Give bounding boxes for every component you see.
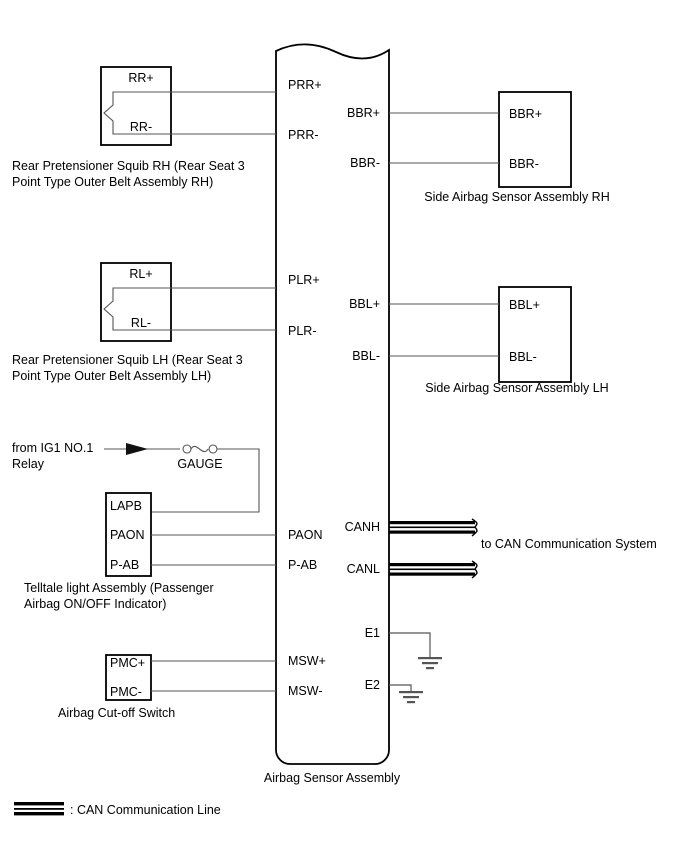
canl-bar-bottom <box>389 572 475 576</box>
cutoff-terminal-pmc-minus: PMC- <box>110 685 142 699</box>
side-airbag-lh-terminal-bbl-minus: BBL- <box>509 350 537 364</box>
airbag-cut-off-switch-box <box>105 654 152 701</box>
side-airbag-rh-terminal-bbr-minus: BBR- <box>509 157 539 171</box>
telltale-terminal-p-ab: P-AB <box>110 558 139 572</box>
canl-line-mid <box>389 568 475 571</box>
wire-gauge-to-lapb <box>151 448 260 513</box>
ecu-pin-label-plr-minus: PLR- <box>288 324 316 338</box>
power-feed-branch: from IG1 NO.1 Relay GAUGE <box>12 441 260 513</box>
canl-bar-top <box>389 563 475 567</box>
airbag-cut-off-switch-component: PMC+ PMC- Airbag Cut-off Switch <box>58 654 276 720</box>
legend-label: : CAN Communication Line <box>70 803 221 817</box>
legend: : CAN Communication Line <box>14 802 221 817</box>
side-airbag-lh-terminal-bbl-plus: BBL+ <box>509 298 540 312</box>
ecu-pin-label-plr-plus: PLR+ <box>288 273 320 287</box>
squib-lh-caption-line1: Rear Pretensioner Squib LH (Rear Seat 3 <box>12 353 243 367</box>
rear-pretensioner-squib-lh-component: RL+ RL- Rear Pretensioner Squib LH (Rear… <box>12 262 276 383</box>
squib-rh-terminal-rr-plus: RR+ <box>128 71 153 85</box>
can-communication-branch: to CAN Communication System <box>389 518 657 579</box>
ground-e1 <box>389 632 442 670</box>
ecu-pin-label-msw-minus: MSW- <box>288 684 323 698</box>
squib-rh-caption-line2: Point Type Outer Belt Assembly RH) <box>12 175 213 189</box>
ground-bar-1-e1 <box>418 657 442 660</box>
ground-bar-1-e2 <box>399 691 423 694</box>
ground-symbol-e2-icon <box>399 691 423 704</box>
gauge-fuse-label: GAUGE <box>177 457 222 471</box>
squib-lh-element-symbol <box>103 287 141 331</box>
airbag-sensor-assembly-ecu <box>275 43 390 765</box>
telltale-terminal-lapb: LAPB <box>110 499 142 513</box>
ecu-pin-label-bbr-plus: BBR+ <box>347 106 380 120</box>
ecu-pin-label-prr-minus: PRR- <box>288 128 319 142</box>
ecu-caption: Airbag Sensor Assembly <box>264 771 401 785</box>
rear-pretensioner-squib-rh-component: RR+ RR- Rear Pretensioner Squib RH (Rear… <box>12 66 276 189</box>
side-airbag-rh-terminal-bbr-plus: BBR+ <box>509 107 542 121</box>
side-airbag-sensor-rh-box <box>498 91 572 188</box>
ecu-pin-label-e1: E1 <box>365 626 380 640</box>
canh-line-symbol <box>389 518 478 537</box>
ground-bar-3-e1 <box>426 667 434 670</box>
wire-e1-to-ground <box>389 632 431 658</box>
ground-symbol-e1-icon <box>418 657 442 670</box>
canh-line-mid <box>389 526 475 529</box>
cutoff-terminal-pmc-plus: PMC+ <box>110 656 145 670</box>
squib-lh-terminal-rl-minus: RL- <box>131 316 151 330</box>
squib-rh-element-symbol <box>103 91 141 135</box>
ecu-body <box>275 43 390 765</box>
canh-bar-bottom <box>389 530 475 534</box>
ecu-pin-label-e2: E2 <box>365 678 380 692</box>
ecu-pin-label-msw-plus: MSW+ <box>288 654 326 668</box>
telltale-light-assembly-box <box>105 492 152 577</box>
ground-e2 <box>389 684 423 704</box>
ground-bar-2-e1 <box>422 662 438 665</box>
ecu-pin-label-p-ab: P-AB <box>288 558 317 572</box>
squib-rh-caption-line1: Rear Pretensioner Squib RH (Rear Seat 3 <box>12 159 245 173</box>
ecu-pin-label-bbl-plus: BBL+ <box>349 297 380 311</box>
legend-line-mid <box>14 808 64 810</box>
side-airbag-sensor-lh-box <box>498 286 572 383</box>
ecu-pin-label-paon: PAON <box>288 528 323 542</box>
canl-bracket-terminator-icon <box>471 560 478 579</box>
side-airbag-sensor-assembly-rh-component: BBR+ BBR- Side Airbag Sensor Assembly RH <box>389 91 610 204</box>
rear-pretensioner-squib-lh-box <box>100 262 172 342</box>
side-airbag-sensor-assembly-lh-component: BBL+ BBL- Side Airbag Sensor Assembly LH <box>389 286 609 395</box>
telltale-light-assembly-component: LAPB PAON P-AB Telltale light Assembly (… <box>24 492 276 611</box>
ground-bar-3-e2 <box>407 701 415 704</box>
can-destination-label: to CAN Communication System <box>481 537 657 551</box>
fuse-element-wave-icon <box>190 445 209 453</box>
fuse-terminal-right-icon <box>208 444 218 454</box>
ecu-pin-label-prr-plus: PRR+ <box>288 78 322 92</box>
ecu-pin-label-bbl-minus: BBL- <box>352 349 380 363</box>
canh-bracket-terminator-icon <box>471 518 478 537</box>
legend-can-symbol-icon <box>14 802 64 816</box>
side-airbag-lh-caption: Side Airbag Sensor Assembly LH <box>425 381 608 395</box>
telltale-caption-line2: Airbag ON/OFF Indicator) <box>24 597 166 611</box>
side-airbag-rh-caption: Side Airbag Sensor Assembly RH <box>424 190 610 204</box>
wire-e2-to-ground <box>389 684 412 692</box>
ground-bar-2-e2 <box>403 696 419 699</box>
ecu-pin-label-bbr-minus: BBR- <box>350 156 380 170</box>
squib-lh-caption-line2: Point Type Outer Belt Assembly LH) <box>12 369 211 383</box>
fuse-terminal-left-icon <box>182 444 192 454</box>
squib-rh-terminal-rr-minus: RR- <box>130 120 152 134</box>
canh-bar-top <box>389 521 475 525</box>
ecu-pin-label-canh: CANH <box>345 520 380 534</box>
cutoff-switch-caption: Airbag Cut-off Switch <box>58 706 175 720</box>
canl-line-symbol <box>389 560 478 579</box>
power-source-label-line2: Relay <box>12 457 45 471</box>
telltale-terminal-paon: PAON <box>110 528 145 542</box>
squib-lh-terminal-rl-plus: RL+ <box>129 267 152 281</box>
current-direction-arrow-icon <box>126 443 148 455</box>
legend-bar-top <box>14 802 64 806</box>
power-source-label-line1: from IG1 NO.1 <box>12 441 93 455</box>
telltale-caption-line1: Telltale light Assembly (Passenger <box>24 581 214 595</box>
ecu-pin-label-canl: CANL <box>347 562 380 576</box>
gauge-fuse-symbol <box>182 444 218 454</box>
legend-bar-bottom <box>14 812 64 816</box>
